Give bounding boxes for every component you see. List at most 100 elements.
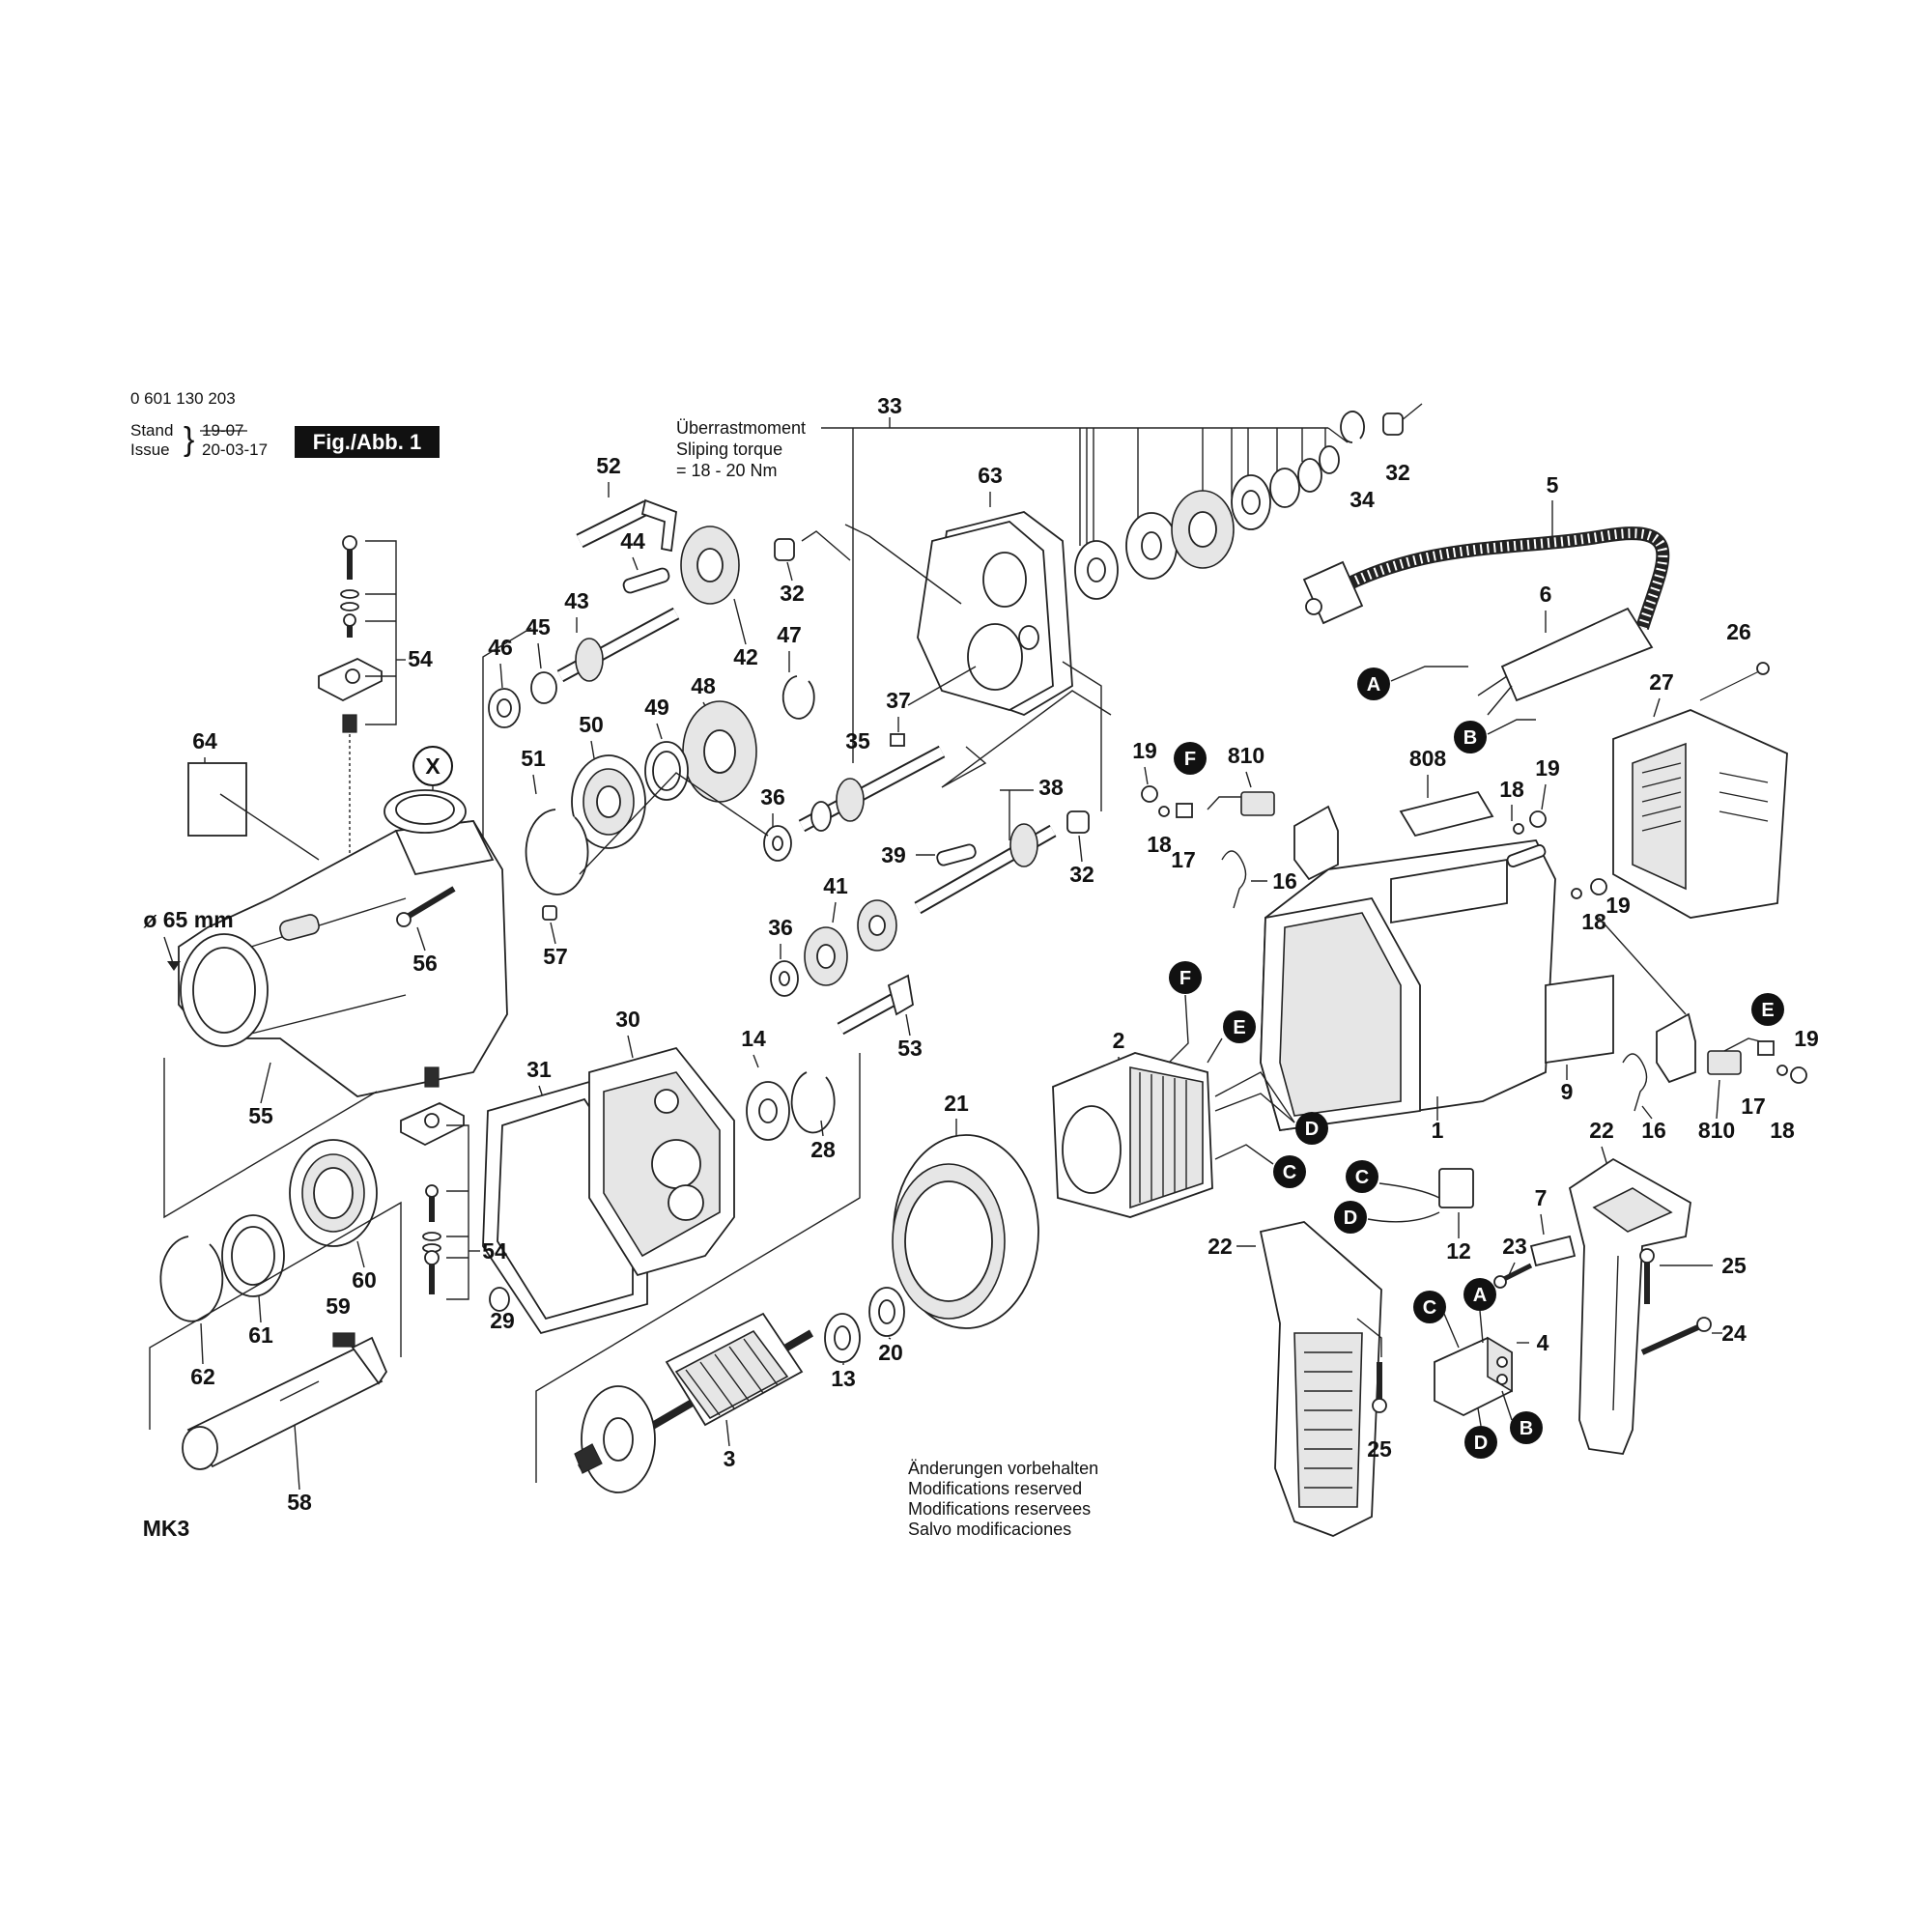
field-coil <box>1052 1052 1213 1218</box>
shaft-35 <box>798 745 946 833</box>
issue-label: Issue <box>130 440 170 459</box>
footer-note-line1: Änderungen vorbehalten <box>908 1459 1098 1478</box>
part-label-36-lower: 36 <box>768 915 793 940</box>
gear-48 <box>682 700 757 803</box>
badge-a-cord: A <box>1357 668 1390 700</box>
screw-23 <box>1493 1263 1533 1289</box>
part-label-53: 53 <box>897 1036 923 1061</box>
part-label-24: 24 <box>1721 1321 1747 1346</box>
badge-d-coil: D <box>1295 1112 1328 1145</box>
handle-22-right <box>1568 1157 1691 1455</box>
badge-d-suppressor: D <box>1334 1201 1367 1234</box>
part-label-34: 34 <box>1350 487 1375 512</box>
part-label-810-right: 810 <box>1698 1118 1735 1143</box>
part-label-14: 14 <box>741 1026 766 1051</box>
part-label-6: 6 <box>1540 582 1552 607</box>
part-label-810-left: 810 <box>1228 743 1264 768</box>
bearing-plate-63 <box>917 511 1073 716</box>
svg-text:D: D <box>1474 1433 1488 1454</box>
cord-clamp-7 <box>1529 1235 1577 1267</box>
part-label-52: 52 <box>596 453 621 478</box>
switch-4 <box>1434 1336 1513 1417</box>
nameplate-64 <box>187 762 247 837</box>
lever-52 <box>576 498 677 553</box>
part-label-7: 7 <box>1535 1185 1548 1210</box>
shaft-38 <box>914 823 1057 915</box>
part-label-60: 60 <box>352 1267 377 1293</box>
part-label-23: 23 <box>1502 1234 1527 1259</box>
part-label-25-left: 25 <box>1367 1436 1392 1462</box>
part-label-41: 41 <box>823 873 848 898</box>
badge-b-cord: B <box>1454 721 1487 753</box>
suppressor-12 <box>1438 1168 1474 1208</box>
badge-d-switch: D <box>1464 1426 1497 1459</box>
svg-text:C: C <box>1423 1297 1436 1319</box>
part-label-39: 39 <box>881 842 906 867</box>
screw-56 <box>396 886 456 927</box>
part-label-5: 5 <box>1547 472 1559 497</box>
part-label-58: 58 <box>287 1490 312 1515</box>
part-label-56: 56 <box>412 951 438 976</box>
motor-end-cover <box>1612 709 1788 919</box>
part-label-19-r1: 19 <box>1535 755 1560 781</box>
part-label-18-left: 18 <box>1147 832 1172 857</box>
svg-text:E: E <box>1233 1017 1245 1038</box>
part-label-3: 3 <box>724 1446 736 1471</box>
part-label-4: 4 <box>1537 1330 1549 1355</box>
key-39 <box>936 843 977 867</box>
badge-b-switch: B <box>1510 1411 1543 1444</box>
bearing-60 <box>289 1139 378 1247</box>
key-59 <box>332 1332 355 1348</box>
part-label-64: 64 <box>192 728 217 753</box>
key-44 <box>622 567 670 594</box>
svg-text:F: F <box>1184 749 1196 770</box>
badge-f-coil: F <box>1169 961 1202 994</box>
part-label-57: 57 <box>543 944 568 969</box>
screw-stack-54-upper <box>318 535 383 733</box>
part-number: 0 601 130 203 <box>130 389 236 408</box>
badge-e-brush: E <box>1751 993 1784 1026</box>
badge-c-suppressor: C <box>1346 1160 1378 1193</box>
washer-45 <box>530 671 557 704</box>
stand-label: Stand <box>130 421 173 440</box>
brace-symbol: } <box>184 421 194 458</box>
rating-label-808 <box>1399 790 1494 838</box>
part-label-61: 61 <box>248 1322 273 1348</box>
part-label-33: 33 <box>877 393 902 418</box>
part-label-19-r3: 19 <box>1794 1026 1819 1051</box>
part-label-32-top: 32 <box>1385 460 1410 485</box>
torque-note-line1: Überrastmoment <box>676 418 806 438</box>
part-label-28: 28 <box>810 1137 836 1162</box>
retaining-ring-47 <box>781 675 815 720</box>
svg-text:F: F <box>1179 968 1191 989</box>
part-label-48: 48 <box>691 673 716 698</box>
gear-41 <box>804 899 897 986</box>
carbon-brush-left <box>1240 791 1275 816</box>
part-label-44: 44 <box>620 528 645 554</box>
brush-holder-right <box>1656 1012 1696 1084</box>
part-label-32-upper: 32 <box>780 581 805 606</box>
part-label-51: 51 <box>521 746 546 771</box>
key-37 <box>890 733 905 747</box>
svg-text:B: B <box>1463 727 1477 749</box>
part-label-18-r3: 18 <box>1770 1118 1795 1143</box>
part-label-59: 59 <box>326 1293 351 1319</box>
handle-22-left <box>1259 1221 1382 1537</box>
part-label-55: 55 <box>248 1103 273 1128</box>
part-label-12: 12 <box>1446 1238 1471 1264</box>
bushing-32-mid <box>1066 810 1090 834</box>
carbon-brush-right <box>1707 1050 1742 1075</box>
part-label-19-left: 19 <box>1132 738 1157 763</box>
part-label-35: 35 <box>845 728 870 753</box>
part-label-63: 63 <box>978 463 1003 488</box>
screw-25-left <box>1372 1362 1387 1413</box>
part-label-22-left: 22 <box>1208 1234 1233 1259</box>
svg-text:C: C <box>1283 1162 1296 1183</box>
issue-date: 20-03-17 <box>202 440 268 459</box>
badge-c-coil: C <box>1273 1155 1306 1188</box>
armature <box>574 1312 814 1493</box>
spindle-58 <box>182 1336 388 1470</box>
screw-25-right <box>1639 1248 1655 1304</box>
diameter-label: ø 65 mm <box>143 907 233 932</box>
part-label-54-lower: 54 <box>482 1238 507 1264</box>
